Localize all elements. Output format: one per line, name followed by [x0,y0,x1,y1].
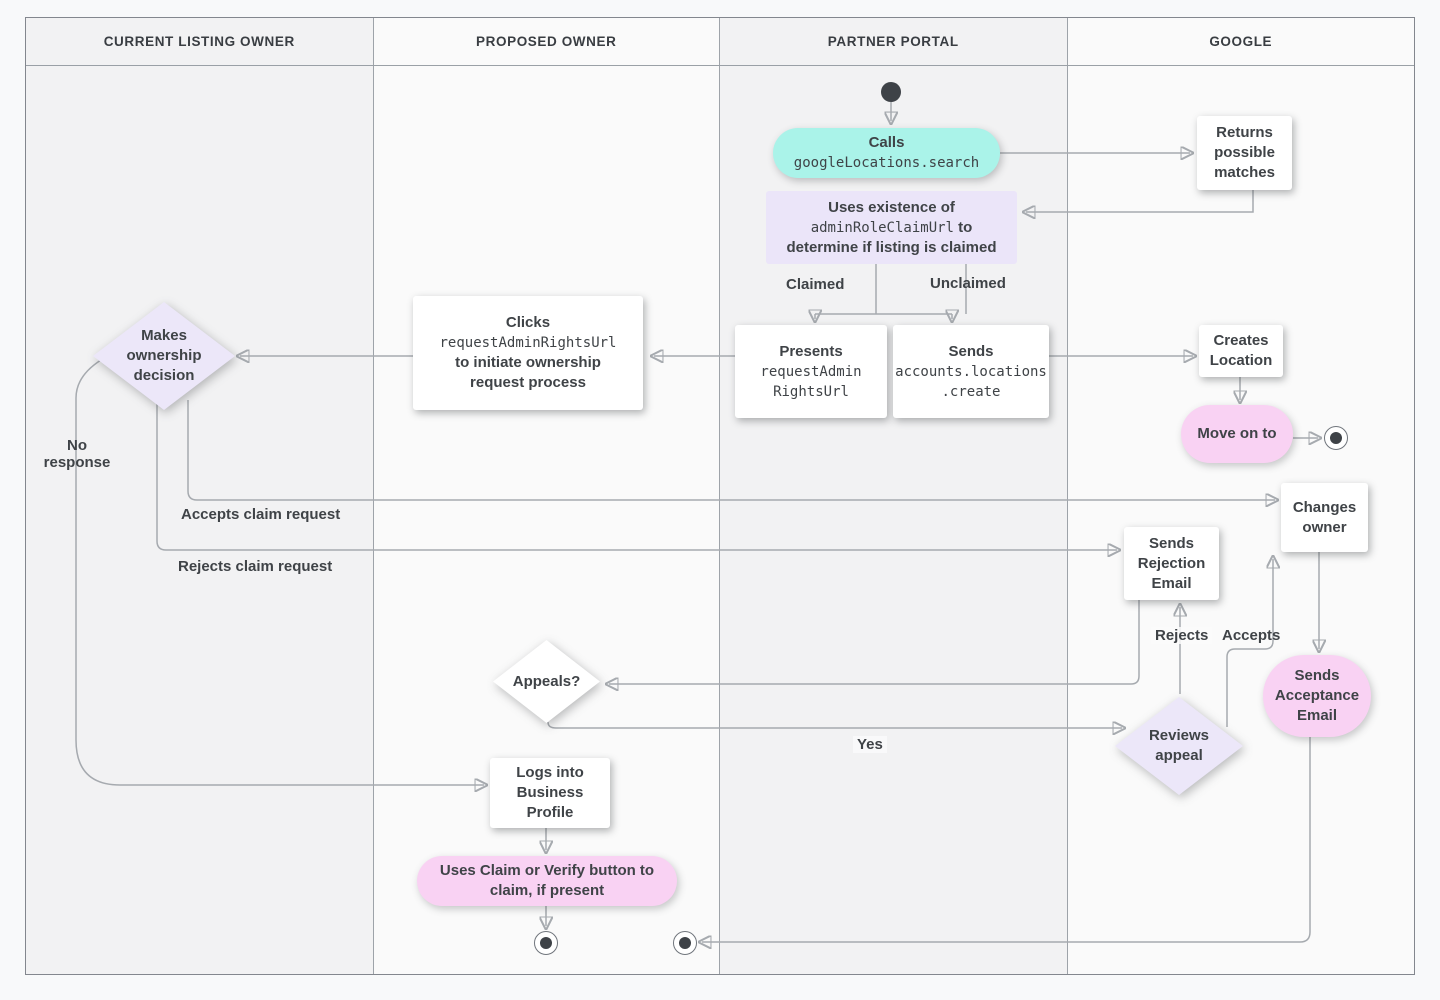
node-line1: Uses existence of [828,198,955,216]
node-logs-into-business-profile: Logs into Business Profile [490,758,610,828]
node-clicks-requestadminrightsurl: Clicks requestAdminRightsUrl to initiate… [413,296,643,410]
node-code: requestAdminRightsUrl [439,335,617,351]
node-title: Clicks [505,314,551,331]
node-rest: to initiate ownership request process [455,354,601,391]
node-returns-possible-matches: Returns possible matches [1197,116,1292,190]
node-title: Sends [948,342,994,360]
node-label: Logs into Business Profile [516,764,584,821]
end-node-move-on [1324,426,1348,450]
node-line3: determine if listing is claimed [786,238,997,256]
edge-label-rejects-claim-request: Rejects claim request [178,558,333,575]
node-title: Presents [779,342,843,360]
edge-label-yes: Yes [853,736,887,753]
node-label: Makes ownership decision [126,327,202,384]
end-node-dot [1330,432,1342,444]
end-node-dot [540,937,552,949]
node-sends-accounts-locations-create: Sends accounts.locations .create [893,325,1049,418]
node-appeals-decision: Appeals? [493,640,600,723]
node-label: Changes owner [1292,498,1357,536]
node-code: .create [941,383,1001,400]
node-line2-suffix: to [953,218,973,236]
edge-label-rejects: Rejects [1151,627,1213,644]
node-label: Returns possible matches [1214,124,1275,181]
node-code: googleLocations.search [793,155,980,171]
lane-header-google: GOOGLE [1067,18,1414,65]
node-code: requestAdmin [760,363,862,380]
edge-label-accepts: Accepts [1222,627,1281,644]
node-label: Reviews appeal [1148,727,1210,764]
lane-header-proposed-owner: PROPOSED OWNER [373,18,720,65]
node-makes-ownership-decision: Makes ownership decision [93,302,235,410]
edge-label-claimed: Claimed [786,276,845,293]
node-sends-acceptance-email: Sends Acceptance Email [1263,655,1371,737]
node-sends-rejection-email: Sends Rejection Email [1124,527,1219,600]
lane-header-row: CURRENT LISTING OWNER PROPOSED OWNER PAR… [26,18,1414,66]
end-node-acceptance [673,931,697,955]
node-presents-requestadminrightsurl: Presents requestAdmin RightsUrl [735,325,887,418]
lane-header-partner-portal: PARTNER PORTAL [720,18,1068,65]
lane-proposed-owner [373,66,720,974]
node-label: Sends Acceptance Email [1274,667,1360,724]
lane-header-current-listing-owner: CURRENT LISTING OWNER [26,18,374,65]
edge-label-unclaimed: Unclaimed [930,275,1006,292]
node-uses-existence-adminroleclaimurl: Uses existence of adminRoleClaimUrl to d… [766,191,1017,264]
node-code: adminRoleClaimUrl [810,219,954,236]
node-title: Calls [868,134,905,151]
node-label: Uses Claim or Verify button to claim, if… [439,862,655,899]
node-label: Sends Rejection Email [1137,534,1206,592]
node-code: accounts.locations [895,363,1047,380]
node-move-on-to: Move on to [1181,405,1293,463]
diamond-shadow [493,640,600,723]
end-node-claim [534,931,558,955]
node-label: Appeals? [512,672,581,690]
edge-label-accepts-claim-request: Accepts claim request [181,506,341,523]
node-reviews-appeal: Reviews appeal [1115,697,1243,795]
start-node [881,82,901,102]
node-code: RightsUrl [773,383,849,400]
node-uses-claim-or-verify: Uses Claim or Verify button to claim, if… [417,856,677,906]
node-label: Move on to [1197,425,1277,442]
node-changes-owner: Changes owner [1281,483,1368,552]
node-creates-location: Creates Location [1199,325,1283,377]
node-calls-googlelocations-search: Calls googleLocations.search [773,128,1000,178]
edge-label-no-response: No response [43,437,111,471]
end-node-dot [679,937,691,949]
node-label: Creates Location [1209,332,1273,369]
